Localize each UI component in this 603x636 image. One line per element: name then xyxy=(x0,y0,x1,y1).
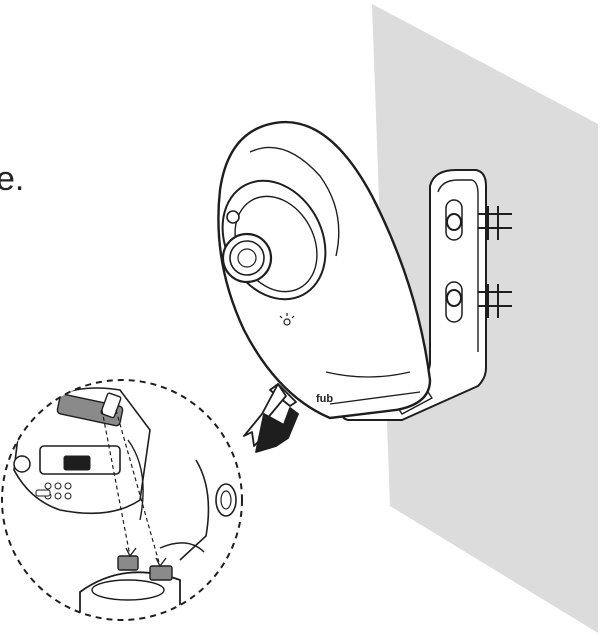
infrared-sensor xyxy=(226,210,240,224)
slide-arrow-icon xyxy=(243,383,299,453)
partial-caption-text: e. xyxy=(0,160,25,198)
wall-screw xyxy=(446,284,512,318)
light-sensor-icon xyxy=(279,313,295,326)
wall-screw xyxy=(446,206,512,240)
detail-callout-circle xyxy=(1,379,243,621)
camera-lens xyxy=(221,232,273,284)
camera-brand-mark: fub xyxy=(316,393,333,405)
